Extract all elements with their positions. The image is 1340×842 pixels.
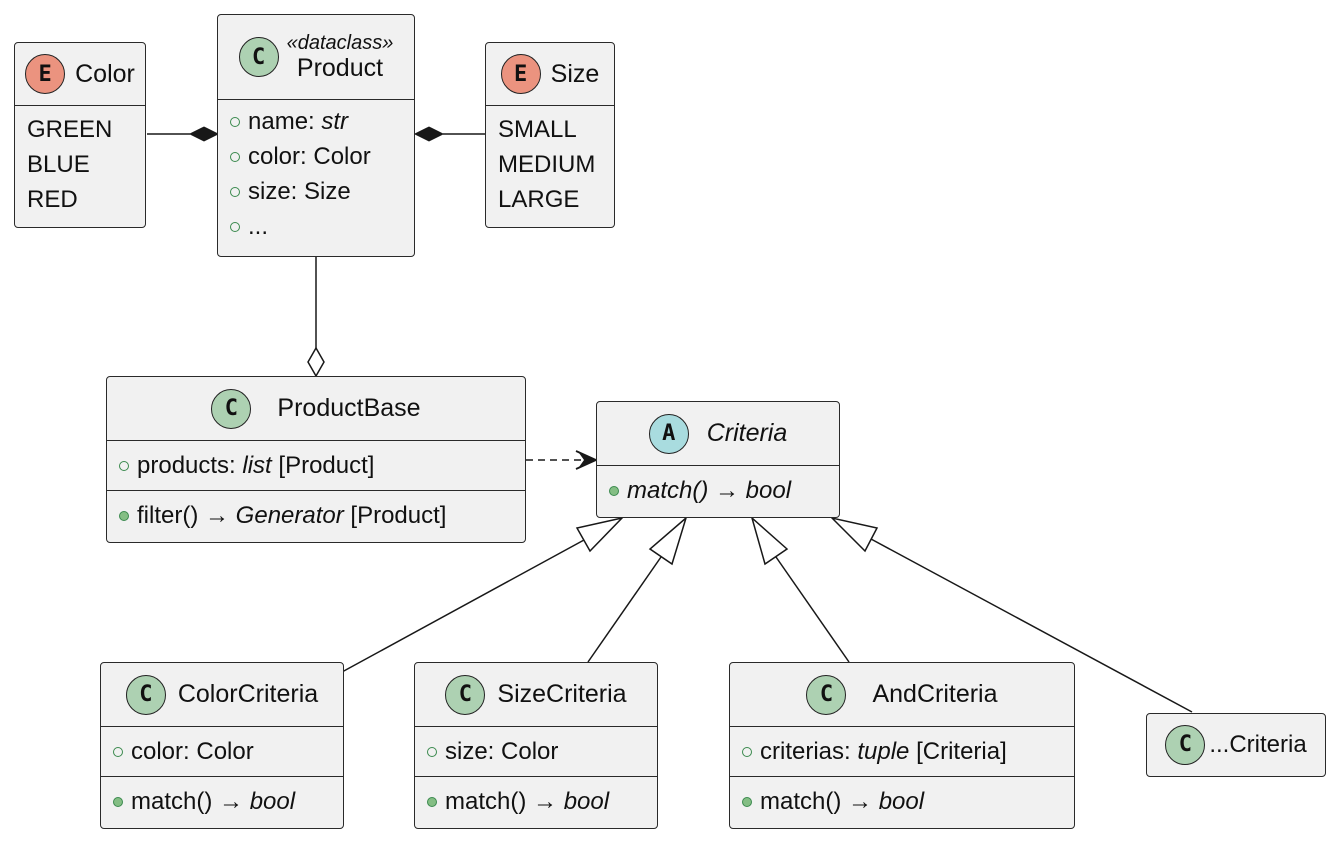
class-more-criteria: C ...Criteria [1146, 713, 1326, 777]
stereotype-label: «dataclass» [286, 31, 394, 54]
public-field-icon [230, 221, 240, 232]
enum-value: LARGE [498, 186, 580, 213]
field-row: criterias: tuple [Criteria] [742, 734, 1062, 769]
public-method-icon [427, 796, 437, 807]
class-name: AndCriteria [872, 680, 998, 708]
class-badge-icon: C [125, 674, 166, 715]
enum-value: BLUE [27, 151, 90, 178]
public-method-icon [609, 485, 619, 496]
method-row: match() → bool [742, 784, 1062, 819]
class-size-criteria: C SizeCriteria size: Color match() → boo… [414, 662, 658, 829]
class-product-base: C ProductBase products: list [Product] f… [106, 376, 526, 543]
method-row: filter() → Generator [Product] [119, 498, 513, 533]
public-field-icon [230, 151, 240, 162]
class-product: C «dataclass» Product name: str color: C… [217, 14, 415, 257]
enum-value: MEDIUM [498, 151, 596, 178]
public-field-icon [742, 746, 752, 757]
enum-value: RED [27, 186, 78, 213]
class-badge-icon: C [445, 674, 486, 715]
class-name: ...Criteria [1209, 730, 1307, 758]
public-field-icon [230, 116, 240, 127]
field-row: size: Size [230, 174, 402, 209]
class-name: Product [296, 53, 384, 82]
public-field-icon [427, 746, 437, 757]
class-badge-icon: C [806, 674, 847, 715]
enum-size: E Size SMALL MEDIUM LARGE [485, 42, 615, 228]
class-and-criteria: C AndCriteria criterias: tuple [Criteria… [729, 662, 1075, 829]
abstract-badge-icon: A [648, 413, 689, 454]
public-field-icon [230, 186, 240, 197]
public-method-icon [119, 510, 129, 521]
method-row: match() → bool [113, 784, 331, 819]
enum-name: Size [550, 59, 600, 88]
class-badge-icon: C [238, 37, 279, 77]
class-badge-icon: C [1165, 724, 1206, 765]
public-field-icon [119, 460, 129, 471]
class-badge-icon: C [211, 388, 252, 429]
class-color-criteria: C ColorCriteria color: Color match() → b… [100, 662, 344, 829]
class-name: ColorCriteria [177, 680, 319, 708]
enum-color: E Color GREEN BLUE RED [14, 42, 146, 228]
public-field-icon [113, 746, 123, 757]
enum-name: Color [75, 59, 135, 88]
relation-sizecriteria-generalization [587, 515, 688, 663]
field-row: name: str [230, 104, 402, 139]
relation-color-composition [147, 126, 220, 142]
enum-value: SMALL [498, 116, 577, 143]
relation-product-aggregation [307, 256, 325, 378]
class-name: ProductBase [277, 394, 421, 422]
public-method-icon [113, 796, 123, 807]
method-row: match() → bool [609, 473, 827, 508]
enum-value: GREEN [27, 116, 113, 143]
public-method-icon [742, 796, 752, 807]
enum-badge-icon: E [500, 54, 541, 94]
field-row: size: Color [427, 734, 645, 769]
field-row: color: Color [113, 734, 331, 769]
method-row: match() → bool [427, 784, 645, 819]
field-row: ... [230, 209, 402, 244]
relation-size-composition [413, 126, 485, 142]
field-row: products: list [Product] [119, 448, 513, 483]
class-name: SizeCriteria [497, 680, 627, 708]
field-row: color: Color [230, 139, 402, 174]
relation-morecriteria-generalization [829, 516, 1193, 713]
relation-andcriteria-generalization [750, 515, 850, 663]
enum-badge-icon: E [25, 54, 66, 94]
relation-productbase-dependency [526, 450, 599, 470]
class-name: Criteria [706, 419, 788, 447]
relation-colorcriteria-generalization [341, 516, 625, 673]
abstract-class-criteria: A Criteria match() → bool [596, 401, 840, 518]
